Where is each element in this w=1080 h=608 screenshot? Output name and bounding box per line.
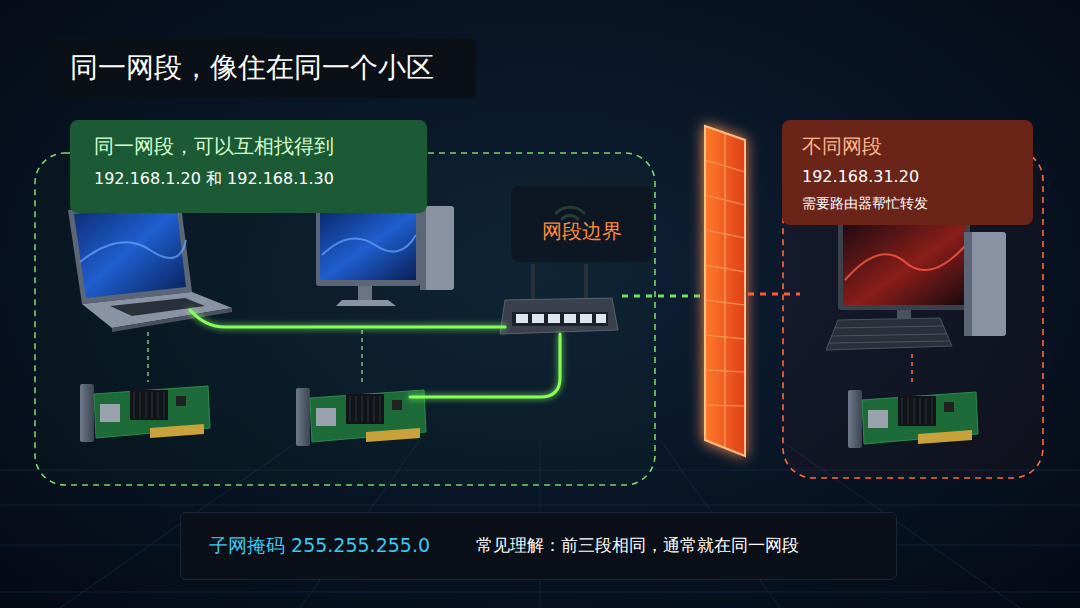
- title-panel: 同一网段，像住在同一个小区: [48, 38, 476, 98]
- remote-computer-part: [838, 214, 970, 310]
- desktop-computer-part: [322, 235, 416, 255]
- ip-text: 192.168.31.20: [802, 167, 1015, 187]
- drop-wire: [911, 354, 912, 386]
- remote-computer-part-part: [834, 326, 944, 328]
- desktop-computer-part: [420, 206, 426, 290]
- desktop-computer: [316, 206, 454, 306]
- firewall-part: [705, 126, 745, 456]
- subnet-note-panel: 子网掩码 255.255.255.0 常见理解：前三段相同，通常就在同一网段: [180, 512, 897, 580]
- remote-computer-part: [826, 318, 952, 350]
- firewall: [705, 126, 745, 456]
- remote-computer-part: [843, 219, 965, 305]
- ip-text: 192.168.1.20 和 192.168.1.30: [94, 169, 405, 189]
- green-cables-part: [410, 334, 560, 397]
- remote-computer-part: [845, 246, 965, 280]
- drop-wires-part: [147, 332, 148, 382]
- router-part: [584, 264, 588, 300]
- mask-text: 子网掩码 255.255.255.0: [209, 534, 430, 558]
- network-card-part: [80, 384, 210, 442]
- router-part: [512, 312, 608, 326]
- network-card-part: [296, 388, 426, 446]
- title-text: 同一网段，像住在同一个小区: [70, 49, 434, 87]
- drop-wires-part: [361, 330, 362, 386]
- router-part-part: [596, 314, 606, 323]
- green-cables-part: [190, 310, 505, 327]
- desktop-computer-part: [316, 208, 420, 286]
- remote-computer-part: [829, 326, 950, 343]
- boundary-label: 网段边界: [511, 186, 652, 262]
- router-part: [531, 264, 535, 300]
- note-text: 常见理解：前三段相同，通常就在同一网段: [476, 535, 799, 556]
- laptop-part: [80, 240, 186, 262]
- laptop-part: [110, 298, 205, 316]
- firewall-part-part: [724, 133, 725, 448]
- desktop-computer-part: [320, 212, 416, 280]
- link-dashes: [748, 293, 800, 296]
- router-part-part: [516, 314, 528, 323]
- link-dashes: [622, 295, 700, 298]
- router-part-part: [580, 314, 592, 323]
- box-heading: 同一网段，可以互相找得到: [94, 134, 405, 159]
- same-segment-label: 同一网段，可以互相找得到 192.168.1.20 和 192.168.1.30: [70, 120, 427, 213]
- network-card-part: [848, 390, 978, 448]
- boundary-text: 网段边界: [542, 219, 622, 244]
- router-part-part: [548, 314, 560, 323]
- green-cables: [190, 310, 560, 397]
- remote-computer: [826, 214, 1006, 350]
- box-heading: 不同网段: [802, 134, 1015, 159]
- laptop-part: [74, 202, 186, 298]
- firewall-part: [705, 133, 745, 448]
- network-card: [80, 384, 978, 448]
- desktop-computer-part: [336, 300, 396, 306]
- remote-computer-part: [964, 232, 972, 336]
- remote-computer-part-part: [831, 334, 947, 336]
- laptop: [68, 197, 232, 332]
- router: [500, 264, 618, 334]
- remote-computer-part-part: [829, 341, 950, 343]
- router-part: [500, 298, 618, 334]
- remote-computer-part: [964, 232, 1006, 336]
- router-part-part: [564, 314, 576, 323]
- note-text: 需要路由器帮忙转发: [802, 195, 1015, 213]
- router-part-part: [532, 314, 544, 323]
- drop-wires: [148, 330, 362, 386]
- desktop-computer-part: [420, 206, 454, 290]
- laptop-part: [68, 197, 192, 304]
- desktop-computer-part: [358, 286, 372, 300]
- router-part: [516, 314, 606, 323]
- other-segment-label: 不同网段 192.168.31.20 需要路由器帮忙转发: [782, 120, 1033, 225]
